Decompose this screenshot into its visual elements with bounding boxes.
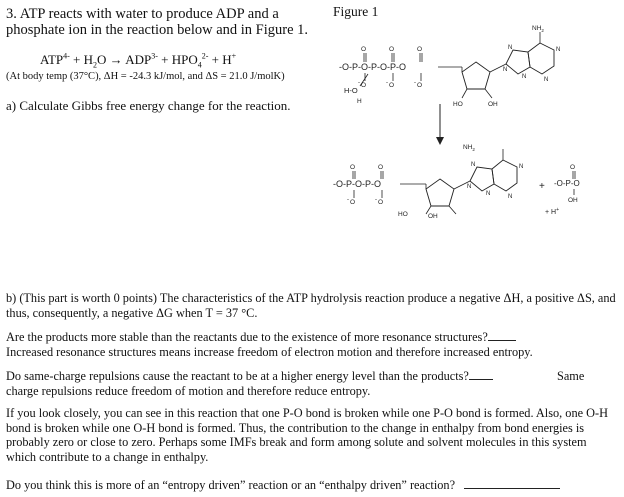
part-b-intro: b) (This part is worth 0 points) The cha… bbox=[6, 291, 616, 320]
adp-n-2: N bbox=[467, 184, 471, 190]
atp-n-1: N bbox=[508, 45, 512, 51]
adp-ribose-ring bbox=[425, 178, 455, 207]
atp-ribose-ring bbox=[461, 61, 491, 90]
answer-blank-driven[interactable] bbox=[464, 478, 561, 489]
eq-adp-charge: 3- bbox=[151, 51, 158, 61]
part-b-q4-text: Do you think this is more of an “entropy… bbox=[6, 478, 456, 492]
hydrogen-ion: + H+ bbox=[545, 207, 559, 216]
atp-minus-sign-3: - bbox=[414, 80, 416, 86]
atp-minus-sign-2: - bbox=[386, 80, 388, 86]
adp-minus-o-1: O bbox=[350, 199, 355, 206]
question-title: 3. ATP reacts with water to produce ADP … bbox=[6, 6, 308, 38]
eq-water-o: O bbox=[97, 52, 110, 67]
part-b-question-4: Do you think this is more of an “entropy… bbox=[6, 478, 616, 493]
part-b-q1-text: Are the products more stable than the re… bbox=[6, 330, 488, 344]
reaction-arrow-head bbox=[436, 137, 444, 145]
part-b-question-3: If you look closely, you can see in this… bbox=[6, 406, 608, 464]
adp-n-1: N bbox=[471, 162, 475, 168]
part-b-question-1: Are the products more stable than the re… bbox=[6, 330, 616, 359]
water-hydrogen: H bbox=[357, 98, 362, 105]
adp-minus-sign-2: - bbox=[375, 197, 377, 203]
eq-hpo-charge: 2- bbox=[201, 51, 209, 61]
eq-hpo-sub: 4 bbox=[197, 60, 202, 70]
atp-n-4: N bbox=[544, 77, 548, 83]
figure-label: Figure 1 bbox=[333, 4, 379, 19]
eq-hpo: + HPO bbox=[157, 52, 198, 67]
eq-water-sub: 2 bbox=[93, 60, 98, 70]
answer-blank-resonance[interactable] bbox=[487, 330, 516, 341]
atp-nh2: NH2 bbox=[532, 25, 544, 33]
question-title-line1: 3. ATP reacts with water to produce ADP … bbox=[6, 6, 279, 22]
atp-double-o-1: O bbox=[361, 46, 366, 53]
adp-double-o-1: O bbox=[350, 164, 355, 171]
atp-minus-o-1: O bbox=[361, 82, 366, 89]
phosphate-ion: -O-P-O bbox=[554, 179, 580, 188]
atp-adenine-pyrimidine bbox=[527, 42, 555, 75]
adp-adenine-pyrimidine bbox=[491, 159, 518, 192]
part-b-q1-explanation: Increased resonance structures means inc… bbox=[6, 344, 533, 359]
part-b-question-2: Do same-charge repulsions cause the reac… bbox=[6, 369, 616, 398]
adp-double-o-2: O bbox=[378, 164, 383, 171]
reaction-conditions: (At body temp (37°C), ΔH = -24.3 kJ/mol,… bbox=[6, 71, 285, 82]
adp-nh2: NH2 bbox=[463, 144, 475, 152]
atp-n-3: N bbox=[556, 47, 560, 53]
water-molecule: H-O bbox=[344, 86, 358, 95]
reaction-equation: ATP4- + H2O → ADP3- + HPO42- + H+ bbox=[40, 51, 237, 70]
adp-adenine-imidazole bbox=[469, 166, 495, 192]
atp-ribose-ho: HO bbox=[453, 101, 463, 108]
part-b-q2-explanation: charge repulsions reduce freedom of moti… bbox=[6, 383, 371, 398]
part-a-prompt: a) Calculate Gibbs free energy change fo… bbox=[6, 98, 291, 113]
answer-blank-repulsion[interactable] bbox=[468, 369, 493, 380]
eq-hplus-charge: + bbox=[231, 51, 237, 61]
water-attack-arrow bbox=[359, 73, 369, 87]
eq-atp-charge: 4- bbox=[63, 51, 70, 61]
eq-water-h: + H bbox=[69, 52, 94, 67]
atp-minus-sign-1: - bbox=[358, 80, 360, 86]
atp-adenine-imidazole bbox=[505, 49, 531, 75]
eq-atp: ATP bbox=[40, 52, 64, 67]
question-title-line2: phosphate ion in the reaction below and … bbox=[6, 22, 309, 38]
adp-phosphate-chain: -O-P-O-P-O bbox=[333, 179, 381, 189]
adp-minus-sign-1: - bbox=[347, 197, 349, 203]
atp-phosphate-chain: -O-P-O-P-O-P-O bbox=[339, 62, 406, 72]
atp-double-o-3: O bbox=[417, 46, 422, 53]
atp-minus-o-2: O bbox=[389, 82, 394, 89]
eq-adp: ADP bbox=[122, 52, 152, 67]
part-b-q2-answer: Same bbox=[557, 369, 585, 383]
eq-arrow: → bbox=[109, 52, 123, 67]
adp-n-4: N bbox=[508, 194, 512, 200]
atp-ribose-oh: OH bbox=[488, 101, 498, 108]
atp-n-5: N bbox=[522, 74, 526, 80]
atp-n-2: N bbox=[503, 67, 507, 73]
eq-hplus: + H bbox=[208, 52, 232, 67]
adp-ribose-ho: HO bbox=[398, 211, 408, 218]
products-plus-sign: + bbox=[539, 181, 545, 192]
adp-n-3: N bbox=[519, 164, 523, 170]
atp-double-o-2: O bbox=[389, 46, 394, 53]
reaction-figure: -O-P-O-P-O-P-O O O O O O O - - - H-O H H… bbox=[333, 25, 580, 220]
adp-minus-o-2: O bbox=[378, 199, 383, 206]
phosphate-oh: OH bbox=[568, 197, 578, 204]
phosphate-double-o: O bbox=[570, 164, 575, 171]
adp-n-5: N bbox=[486, 191, 490, 197]
part-b-q2-text: Do same-charge repulsions cause the reac… bbox=[6, 369, 469, 383]
adp-ribose-oh: OH bbox=[428, 213, 438, 220]
atp-minus-o-3: O bbox=[417, 82, 422, 89]
